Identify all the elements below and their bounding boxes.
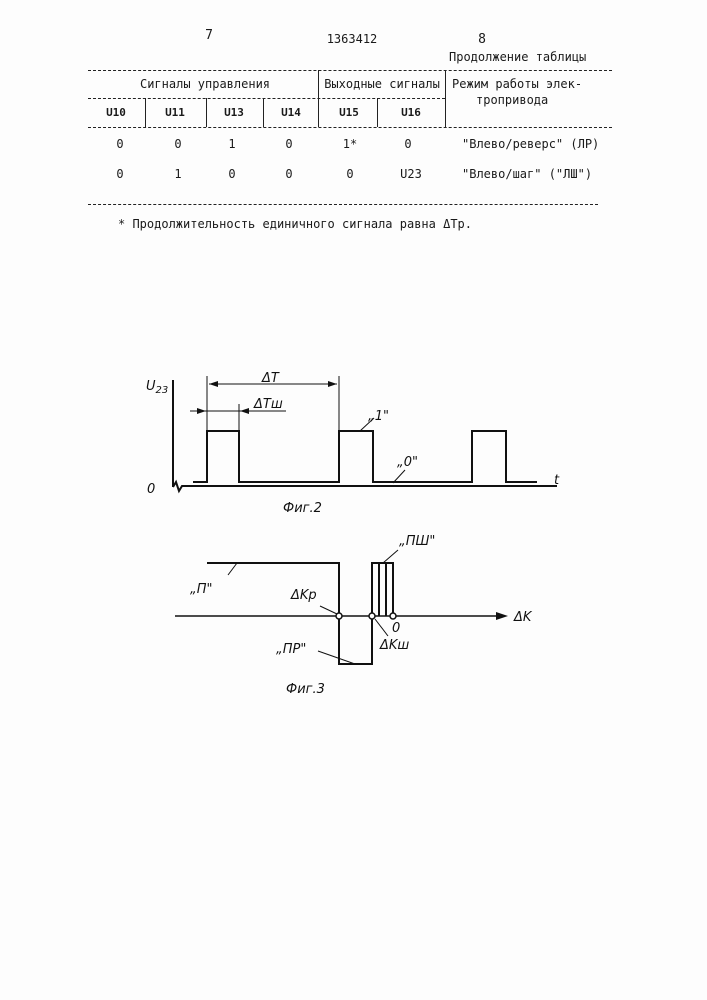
- fig2-one-label: „1": [368, 409, 389, 424]
- fig2-zero-label: 0: [147, 482, 155, 497]
- fig2-y-label: U23: [146, 379, 168, 396]
- fig3-caption: Фиг.3: [286, 682, 325, 697]
- fig3-p-label: „П": [190, 582, 213, 597]
- fig2-period-label: ΔT: [261, 371, 280, 386]
- fig3-dkp-label: ΔKр: [290, 588, 317, 603]
- fig2-signal: [193, 431, 537, 482]
- fig3-zero-label: 0: [392, 621, 400, 636]
- fig3-psh-label: „ПШ": [399, 534, 435, 549]
- fig2-t-label: t: [554, 473, 560, 488]
- fig3-dksh-label: ΔKш: [379, 638, 409, 653]
- fig3-axis-label: ΔK: [513, 610, 533, 625]
- fig2-pulse-label: ΔTш: [253, 397, 283, 412]
- fig3-drawing: [175, 550, 500, 664]
- fig3-pr-label: „ПР": [276, 642, 306, 657]
- fig2-zero-level-label: „0": [397, 455, 418, 470]
- fig2-caption: Фиг.2: [283, 501, 322, 516]
- fig2-drawing: [173, 376, 557, 491]
